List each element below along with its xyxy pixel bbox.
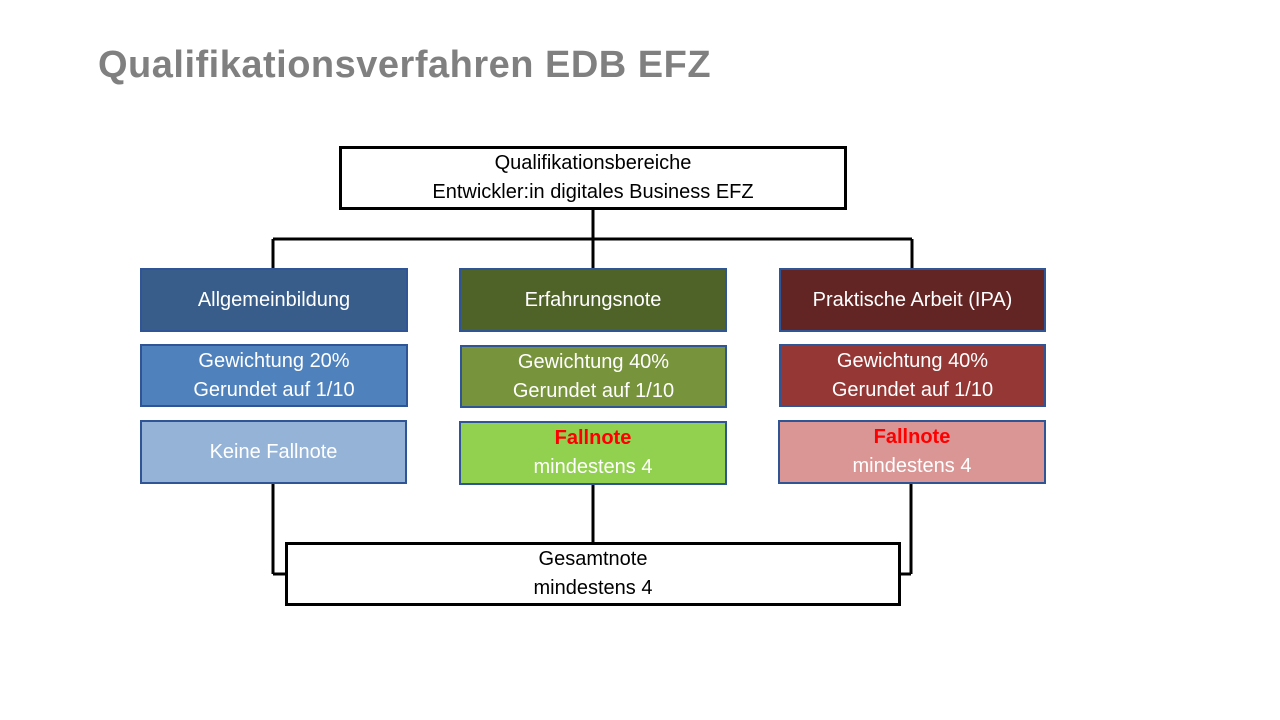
page-title: Qualifikationsverfahren EDB EFZ [98,44,712,86]
weight-line1: Gewichtung 20% [198,349,350,372]
column-header-label: Allgemeinbildung [197,288,351,311]
column-header-label: Praktische Arbeit (IPA) [812,288,1013,311]
root-box-qualifikationsbereiche: Qualifikationsbereiche Entwickler:in dig… [339,146,847,210]
column-header-praktische-arbeit: Praktische Arbeit (IPA) [779,268,1046,332]
root-line2: Entwickler:in digitales Business EFZ [432,181,754,203]
weight-line2: Gerundet auf 1/10 [193,378,355,401]
total-line1: Gesamtnote [538,548,648,570]
weight-line1: Gewichtung 40% [836,349,989,372]
fallnote-line2: mindestens 4 [852,455,972,477]
fallnote-box-allgemeinbildung: Keine Fallnote [140,420,407,484]
weight-line2: Gerundet auf 1/10 [512,379,675,402]
weight-box-erfahrungsnote: Gewichtung 40% Gerundet auf 1/10 [460,345,727,408]
weight-box-allgemeinbildung: Gewichtung 20% Gerundet auf 1/10 [140,344,408,407]
total-box-gesamtnote: Gesamtnote mindestens 4 [285,542,901,606]
column-header-allgemeinbildung: Allgemeinbildung [140,268,408,332]
column-header-erfahrungsnote: Erfahrungsnote [459,268,727,332]
fallnote-line2: mindestens 4 [533,456,653,478]
fallnote-label: Fallnote [873,426,951,448]
column-header-label: Erfahrungsnote [524,288,662,311]
fallnote-box-erfahrungsnote: Fallnote mindestens 4 [459,421,727,485]
root-line1: Qualifikationsbereiche [494,152,692,174]
weight-box-praktische-arbeit: Gewichtung 40% Gerundet auf 1/10 [779,344,1046,407]
weight-line2: Gerundet auf 1/10 [831,378,994,401]
fallnote-label: Fallnote [554,427,632,449]
fallnote-line1: Keine Fallnote [209,440,338,463]
weight-line1: Gewichtung 40% [517,350,670,373]
total-line2: mindestens 4 [533,577,653,599]
fallnote-box-praktische-arbeit: Fallnote mindestens 4 [778,420,1046,484]
